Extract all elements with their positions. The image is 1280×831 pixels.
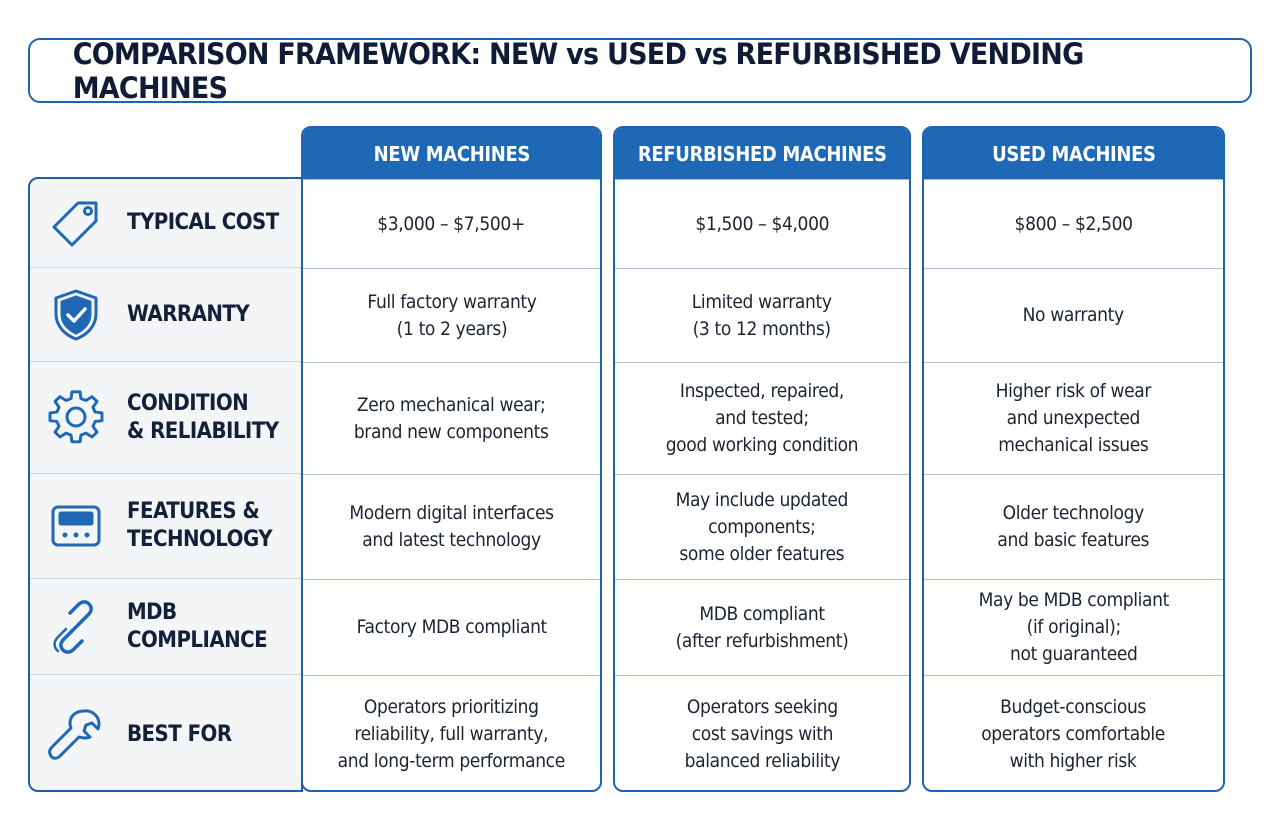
page-title: COMPARISON FRAMEWORK: NEW vs USED vs REF…: [72, 36, 1085, 105]
cell-text: Operators prioritizing reliability, full…: [337, 695, 566, 772]
row-label-text: WARRANTY: [127, 301, 250, 327]
column-used-machines: USED MACHINES $800 – $2,500 No warranty …: [922, 126, 1225, 792]
cell-text: $1,500 – $4,000: [695, 212, 829, 235]
chain-link-icon: [46, 597, 106, 657]
cell-used-best-for: Budget-conscious operators comfortable w…: [924, 675, 1223, 790]
row-label-text: TYPICAL COST: [127, 210, 279, 235]
cell-text: Higher risk of wear and unexpected mecha…: [995, 380, 1152, 456]
cell-text: Operators seeking cost savings with bala…: [684, 695, 840, 772]
cell-used-condition: Higher risk of wear and unexpected mecha…: [924, 362, 1223, 474]
cell-used-cost: $800 – $2,500: [924, 179, 1223, 268]
row-label-features: FEATURES & TECHNOLOGY: [30, 474, 301, 579]
cell-text: Zero mechanical wear; brand new componen…: [354, 393, 549, 443]
cell-new-warranty: Full factory warranty (1 to 2 years): [303, 268, 600, 362]
row-label-warranty: WARRANTY: [30, 268, 301, 362]
title-box: COMPARISON FRAMEWORK: NEW vs USED vs REF…: [28, 36, 1252, 105]
cell-text: Budget-conscious operators comfortable w…: [981, 695, 1166, 772]
cell-text: Full factory warranty (1 to 2 years): [366, 290, 537, 340]
cell-refurb-features: May include updated components; some old…: [615, 474, 909, 579]
row-label-text: BEST FOR: [127, 721, 232, 747]
cell-text: Factory MDB compliant: [356, 616, 547, 638]
column-header-label: NEW MACHINES: [373, 141, 530, 166]
column-header-label: USED MACHINES: [991, 141, 1156, 166]
cell-text: MDB compliant (after refurbishment): [675, 602, 849, 652]
cell-used-features: Older technology and basic features: [924, 474, 1223, 579]
cell-new-cost: $3,000 – $7,500+: [303, 179, 600, 268]
row-labels: TYPICAL COST WARRANTY CONDITION & RELIAB…: [28, 177, 303, 792]
cell-text: May include updated components; some old…: [675, 488, 849, 565]
cell-refurb-mdb: MDB compliant (after refurbishment): [615, 579, 909, 675]
cell-refurb-cost: $1,500 – $4,000: [615, 179, 909, 268]
cell-text: $800 – $2,500: [1014, 212, 1133, 235]
column-new-machines: NEW MACHINES $3,000 – $7,500+ Full facto…: [301, 126, 602, 792]
wrench-icon: [46, 705, 106, 765]
cell-used-warranty: No warranty: [924, 268, 1223, 362]
row-label-mdb: MDB COMPLIANCE: [30, 579, 301, 675]
cell-text: Inspected, repaired, and tested; good wo…: [665, 380, 859, 456]
cell-text: Older technology and basic features: [997, 502, 1150, 551]
control-panel-icon: [46, 496, 106, 556]
cell-text: Limited warranty (3 to 12 months): [692, 290, 832, 340]
cell-new-mdb: Factory MDB compliant: [303, 579, 600, 675]
cell-new-features: Modern digital interfaces and latest tec…: [303, 474, 600, 579]
price-tag-icon: [46, 193, 106, 253]
cell-new-best-for: Operators prioritizing reliability, full…: [303, 675, 600, 790]
column-header: NEW MACHINES: [303, 128, 600, 179]
row-label-best-for: BEST FOR: [30, 675, 301, 790]
column-header-label: REFURBISHED MACHINES: [637, 141, 887, 166]
cell-refurb-best-for: Operators seeking cost savings with bala…: [615, 675, 909, 790]
gear-icon: [46, 388, 106, 448]
cell-used-mdb: May be MDB compliant (if original); not …: [924, 579, 1223, 675]
row-label-text: MDB COMPLIANCE: [127, 599, 268, 653]
row-label-condition: CONDITION & RELIABILITY: [30, 362, 301, 474]
column-header: USED MACHINES: [924, 128, 1223, 179]
cell-refurb-condition: Inspected, repaired, and tested; good wo…: [615, 362, 909, 474]
cell-refurb-warranty: Limited warranty (3 to 12 months): [615, 268, 909, 362]
row-label-text: CONDITION & RELIABILITY: [127, 390, 279, 444]
cell-text: May be MDB compliant (if original); not …: [978, 589, 1169, 665]
cell-text: $3,000 – $7,500+: [377, 212, 526, 235]
column-header: REFURBISHED MACHINES: [615, 128, 909, 179]
column-refurbished-machines: REFURBISHED MACHINES $1,500 – $4,000 Lim…: [613, 126, 911, 792]
cell-text: Modern digital interfaces and latest tec…: [349, 502, 554, 551]
row-label-typical-cost: TYPICAL COST: [30, 179, 301, 268]
cell-new-condition: Zero mechanical wear; brand new componen…: [303, 362, 600, 474]
shield-check-icon: [46, 285, 106, 345]
row-label-text: FEATURES & TECHNOLOGY: [127, 499, 273, 552]
cell-text: No warranty: [1022, 304, 1125, 326]
